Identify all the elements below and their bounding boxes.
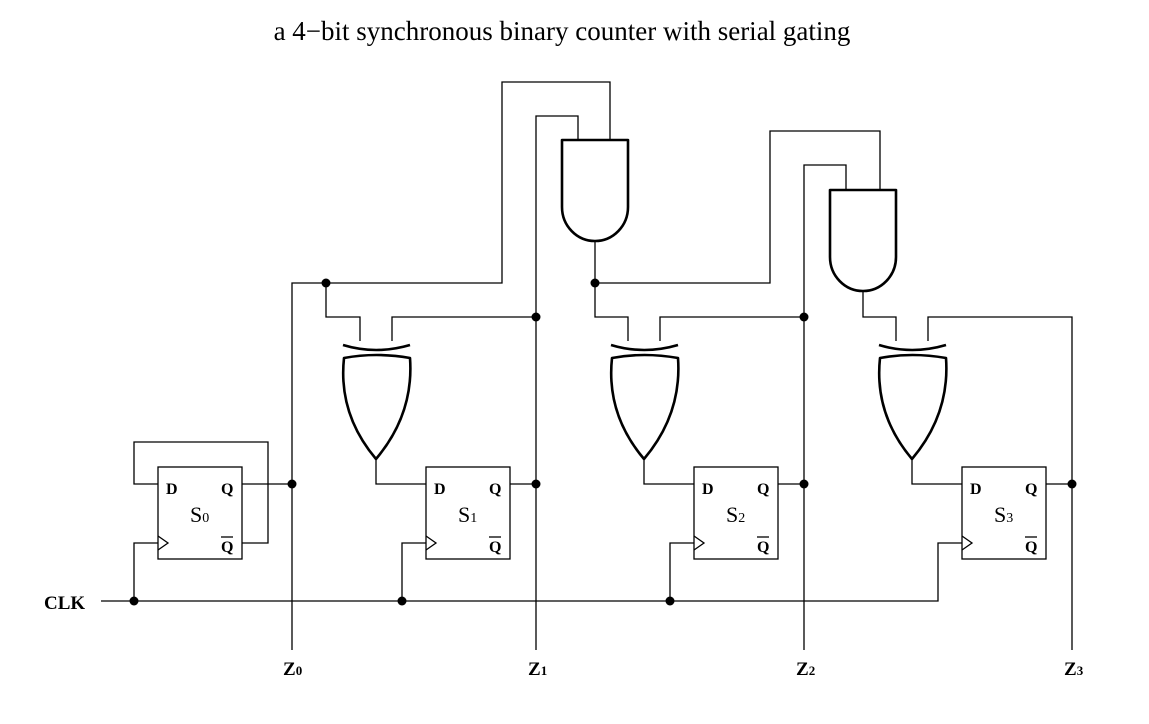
clock-junction-2 xyxy=(665,596,675,606)
xor-gate-2 xyxy=(609,343,680,461)
diagram-title: a 4−bit synchronous binary counter with … xyxy=(274,16,851,46)
ff-s2-d-pin: D xyxy=(702,481,714,498)
q0-junction xyxy=(287,479,297,489)
ff-s0-qbar-pin: Q xyxy=(221,539,233,556)
ff-s1-d-pin: D xyxy=(434,481,446,498)
q2-junction xyxy=(799,479,809,489)
q3-junction xyxy=(1067,479,1077,489)
ff-s2-name: S2 xyxy=(726,502,745,527)
ff-s1-q-pin: Q xyxy=(489,481,501,498)
clock-net: CLK xyxy=(44,542,962,614)
output-z2-label: Z2 xyxy=(796,659,815,680)
flip-flop-s3: D Q Q S3 xyxy=(961,466,1047,560)
output-z3-label: Z3 xyxy=(1064,659,1084,680)
flip-flop-s0: D Q Q S0 xyxy=(157,466,243,560)
ff-s3-q-pin: Q xyxy=(1025,481,1037,498)
ff-s0-d-pin: D xyxy=(166,481,178,498)
ff-s3-qbar-pin: Q xyxy=(1025,539,1037,556)
output-z1-label: Z1 xyxy=(528,659,547,680)
flip-flop-s1: D Q Q S1 xyxy=(425,466,511,560)
clock-junction-0 xyxy=(129,596,139,606)
ff-s2-qbar-pin: Q xyxy=(757,539,769,556)
clock-junction-1 xyxy=(397,596,407,606)
and-gate-1 xyxy=(560,138,630,243)
ff-s3-d-pin: D xyxy=(970,481,982,498)
q2-branch-junction xyxy=(799,312,809,322)
q1-junction xyxy=(531,479,541,489)
ff-s2-q-pin: Q xyxy=(757,481,769,498)
xor-gate-1 xyxy=(341,343,412,461)
and1-output-junction xyxy=(590,278,600,288)
flip-flop-s2: D Q Q S2 xyxy=(693,466,779,560)
xor-gate-3 xyxy=(877,343,948,461)
ff-s0-name: S0 xyxy=(190,502,209,527)
clock-label: CLK xyxy=(44,593,85,614)
ff-s3-name: S3 xyxy=(994,502,1013,527)
output-z0-label: Z0 xyxy=(283,659,302,680)
ff-s1-qbar-pin: Q xyxy=(489,539,501,556)
ff-s0-q-pin: Q xyxy=(221,481,233,498)
and-gate-2 xyxy=(828,188,898,293)
q1-branch-junction xyxy=(531,312,541,322)
ff-s1-name: S1 xyxy=(458,502,477,527)
q0-branch-junction xyxy=(321,278,331,288)
